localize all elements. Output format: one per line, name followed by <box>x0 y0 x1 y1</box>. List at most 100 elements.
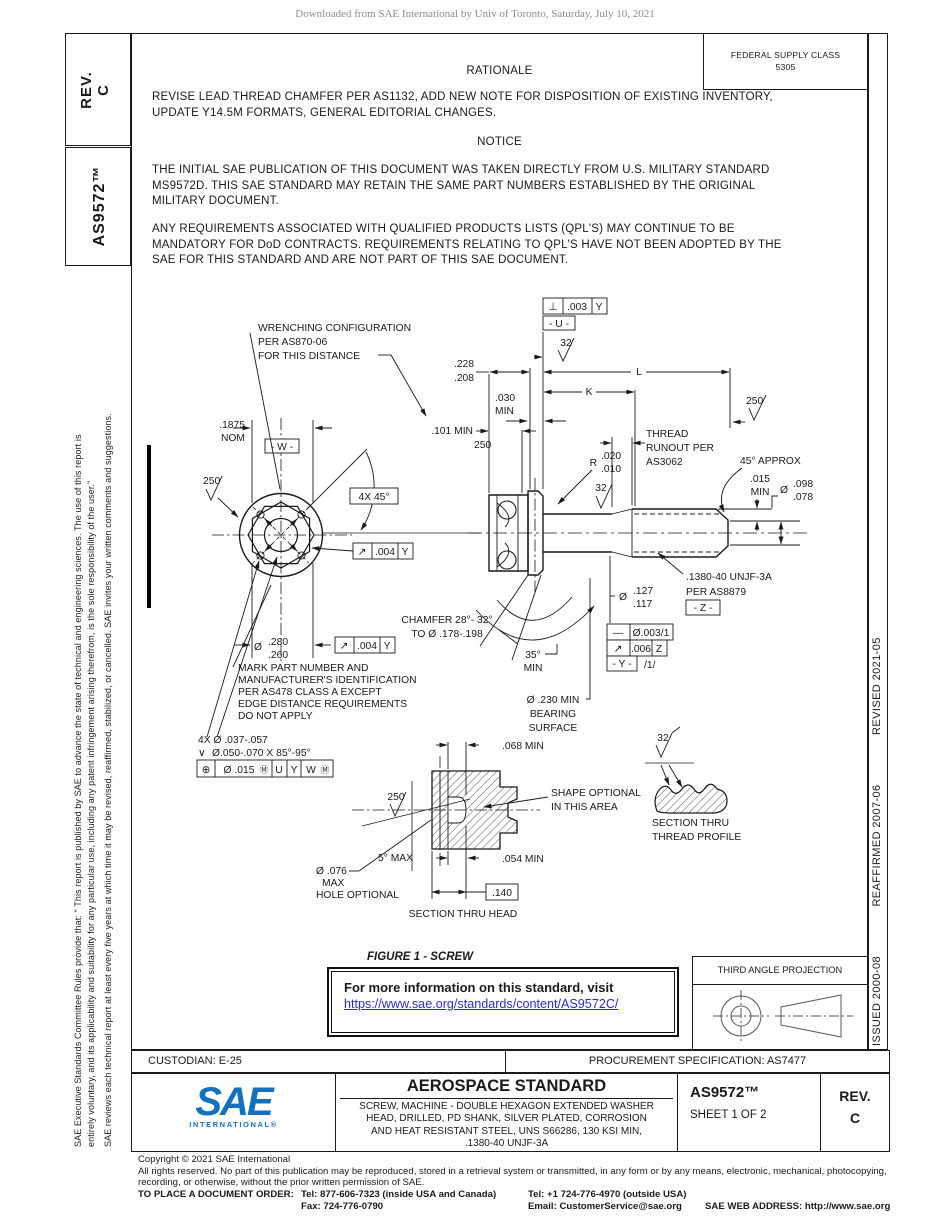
rev-cell-label: REV. <box>839 1088 871 1104</box>
projection-symbol <box>713 990 853 1043</box>
mark-note-4: EDGE DISTANCE REQUIREMENTS <box>238 699 407 710</box>
mark-note-3: PER AS478 CLASS A EXCEPT <box>238 687 382 698</box>
bearing-note-2: BEARING <box>530 709 576 720</box>
note-slash1: /1/ <box>644 660 656 671</box>
thread-spec-2: PER AS8879 <box>686 587 746 598</box>
thread-spec-1: .1380-40 UNJF-3A <box>686 572 772 583</box>
front-view <box>212 418 352 662</box>
figure-1-drawing: WRENCHING CONFIGURATION PER AS870-06 FOR… <box>196 297 813 920</box>
rationale-line: REVISE LEAD THREAD CHAMFER PER AS1132, A… <box>152 91 773 103</box>
change-bar <box>147 445 151 608</box>
pos-mmc-1: Ⓜ <box>259 765 268 775</box>
dia-098-symbol: Ø <box>780 485 788 496</box>
doc-subtitle: SCREW, MACHINE - DOUBLE HEXAGON EXTENDED… <box>336 1099 677 1150</box>
dim-030-min: MIN <box>495 406 514 417</box>
rights-line-2: recording, or otherwise, without the pri… <box>138 1177 425 1189</box>
dim-127: .127 <box>633 586 653 597</box>
runout-note-3: AS3062 <box>646 457 683 468</box>
legal-line: entirely voluntary, and its applicabilit… <box>86 480 96 1147</box>
tel-inside: Tel: 877-606-7323 (inside USA and Canada… <box>301 1188 497 1200</box>
finish-250-front: 250 <box>203 476 220 487</box>
doc-number-cell: AS9572™ SHEET 1 OF 2 <box>677 1074 820 1151</box>
revision-history: ISSUED 2000-08 REAFFIRMED 2007-06 REVISE… <box>871 276 883 1046</box>
dim-1875: .1875 <box>219 420 245 431</box>
datum-u: - U - <box>549 319 569 330</box>
bearing-note-3: SURFACE <box>529 723 578 734</box>
footer: Copyright © 2021 SAE International All r… <box>138 1154 928 1213</box>
runout2-datum: Y <box>384 641 391 652</box>
dim-1875-nom: NOM <box>221 433 245 444</box>
standard-link[interactable]: https://www.sae.org/standards/content/AS… <box>344 997 619 1011</box>
datum-y: - Y - <box>612 659 631 670</box>
qpl-line: MANDATORY FOR DoD CONTRACTS. REQUIREMENT… <box>152 238 782 251</box>
custodian-cell: CUSTODIAN: E-25 <box>132 1051 506 1072</box>
angle-35: 35° <box>525 650 541 661</box>
runout-006-datum: Z <box>656 644 662 655</box>
runout-006-symbol: ↗ <box>614 644 623 655</box>
copyright-line: Copyright © 2021 SAE International <box>138 1154 291 1165</box>
dia-symbol: Ø <box>254 642 262 653</box>
right-column <box>868 33 888 1050</box>
dim-228: .228 <box>454 359 474 370</box>
chamfer-note-1: CHAMFER 28°- 32° <box>401 615 492 626</box>
info-line: For more information on this standard, v… <box>344 980 614 995</box>
section-thread-caption-1: SECTION THRU <box>652 818 729 829</box>
dim-K: K <box>586 387 593 398</box>
angle-5-max: 5° MAX <box>378 853 413 864</box>
perp-datum: Y <box>596 302 603 313</box>
perp-value: .003 <box>567 302 587 313</box>
custodian-row: CUSTODIAN: E-25 PROCUREMENT SPECIFICATIO… <box>131 1050 890 1073</box>
rev-label: REV. <box>78 71 95 109</box>
finish-250-right: 250 <box>746 396 763 407</box>
finish-250-side: 250 <box>474 440 491 451</box>
email: Email: CustomerService@sae.org <box>528 1200 682 1212</box>
finish-32-thread: 32 <box>657 733 669 744</box>
projection-label: THIRD ANGLE PROJECTION <box>693 957 867 985</box>
fax: Fax: 724-776-0790 <box>301 1200 384 1212</box>
dim-068: .068 MIN <box>502 741 544 752</box>
figure-caption: FIGURE 1 - SCREW <box>366 951 474 963</box>
fsc-line1: FEDERAL SUPPLY CLASS <box>730 50 841 60</box>
straightness-symbol: — <box>613 628 624 639</box>
order-row-2: Fax: 724-776-0790 Email: CustomerService… <box>138 1201 928 1213</box>
notice-line: MILITARY DOCUMENT. <box>152 195 279 207</box>
dim-015-min: MIN <box>751 487 770 498</box>
dim-117: .117 <box>633 599 653 610</box>
side-view-dimensions <box>476 297 800 700</box>
title-cell: AEROSPACE STANDARD SCREW, MACHINE - DOUB… <box>335 1074 677 1151</box>
perp-symbol: ⊥ <box>549 302 558 313</box>
radius-label: R <box>590 458 597 469</box>
pos-mmc-2: Ⓜ <box>320 765 329 775</box>
sheet-number: SHEET 1 OF 2 <box>690 1109 767 1121</box>
pos-symbol: ⊕ <box>202 765 211 776</box>
procurement-cell: PROCUREMENT SPECIFICATION: AS7477 <box>588 1055 807 1067</box>
dim-260: .260 <box>268 650 288 661</box>
doc-code-box: AS9572™ <box>65 147 131 266</box>
mark-note-1: MARK PART NUMBER AND <box>238 663 368 674</box>
runout2-value: .004 <box>357 641 377 652</box>
tel-outside: Tel: +1 724-776-4970 (outside USA) <box>528 1188 687 1200</box>
dim-015: .015 <box>750 474 770 485</box>
subtitle-line: SCREW, MACHINE - DOUBLE HEXAGON EXTENDED… <box>359 1101 654 1112</box>
dim-140: .140 <box>492 888 512 899</box>
shape-opt-1: SHAPE OPTIONAL <box>551 788 641 799</box>
dim-078: .078 <box>793 492 813 503</box>
legal-text-1: SAE Executive Standards Committee Rules … <box>72 287 98 1147</box>
dim-030: .030 <box>495 393 515 404</box>
holes-callout-2: Ø.050-.070 X 85°-95° <box>212 748 311 759</box>
datum-z: - Z - <box>694 603 713 614</box>
side-view <box>468 478 808 661</box>
projection-box: THIRD ANGLE PROJECTION <box>692 956 868 1050</box>
hole-opt-3: HOLE OPTIONAL <box>316 890 399 901</box>
section-head-caption: SECTION THRU HEAD <box>409 909 518 920</box>
rationale-line: UPDATE Y14.5M FORMATS, GENERAL EDITORIAL… <box>152 106 497 119</box>
runout-symbol: ↗ <box>358 547 367 558</box>
pos-datum-y: Y <box>291 765 298 776</box>
wrench-note-3: FOR THIS DISTANCE <box>258 351 360 362</box>
dim-L: L <box>636 367 642 378</box>
holes-callout-1: 4X Ø .037-.057 <box>198 735 268 746</box>
qpl-paragraph: ANY REQUIREMENTS ASSOCIATED WITH QUALIFI… <box>152 222 852 269</box>
notice-paragraph: THE INITIAL SAE PUBLICATION OF THIS DOCU… <box>152 163 852 210</box>
order-label: TO PLACE A DOCUMENT ORDER: <box>138 1188 294 1200</box>
dim-101: .101 MIN <box>431 426 473 437</box>
